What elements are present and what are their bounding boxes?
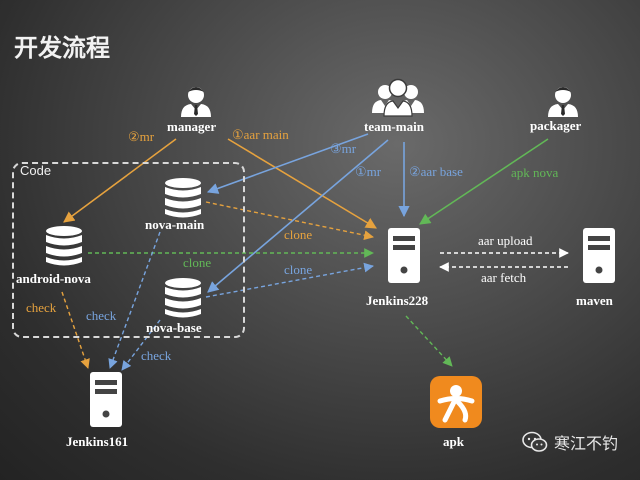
code-group-box bbox=[12, 162, 245, 338]
apk-app-icon bbox=[430, 376, 482, 428]
android-nova-database-icon bbox=[46, 226, 82, 266]
nova-main-database-icon bbox=[165, 178, 201, 218]
maven-server-icon bbox=[583, 228, 615, 283]
team-people-icon bbox=[372, 78, 424, 117]
jenkins161-label: Jenkins161 bbox=[66, 434, 129, 449]
jenkins161-server-icon bbox=[90, 372, 122, 427]
edge-label-aar-base: ②aar base bbox=[409, 164, 463, 179]
packager-label: packager bbox=[530, 118, 582, 133]
nova-main-label: nova-main bbox=[145, 217, 205, 232]
edge-label-clone-android: clone bbox=[183, 255, 212, 270]
edge-label-manager-mr: ②mr bbox=[128, 129, 155, 144]
jenkins228-server-icon bbox=[388, 228, 420, 283]
code-group-label: Code bbox=[20, 163, 52, 178]
android-nova-label: android-nova bbox=[16, 271, 91, 286]
edge-label-aar-upload: aar upload bbox=[478, 233, 533, 248]
page-title: 开发流程 bbox=[14, 34, 110, 62]
team-main-label: team-main bbox=[364, 119, 424, 134]
edge-nova-base-jenkins161 bbox=[121, 319, 161, 371]
edge-label-clone-base: clone bbox=[284, 262, 313, 277]
edge-label-aar-fetch: aar fetch bbox=[481, 270, 527, 285]
nova-base-label: nova-base bbox=[146, 320, 202, 335]
edge-packager-jenkins228 bbox=[419, 138, 549, 225]
edge-nova-base-jenkins228 bbox=[205, 262, 374, 298]
edge-manager-android-nova bbox=[63, 138, 177, 223]
maven-label: maven bbox=[576, 293, 613, 308]
edge-label-apk-nova: apk nova bbox=[511, 165, 559, 180]
apk-label: apk bbox=[443, 434, 464, 449]
jenkins228-label: Jenkins228 bbox=[366, 293, 429, 308]
edge-android-nova-jenkins161 bbox=[61, 291, 90, 369]
edge-nova-main-jenkins228 bbox=[205, 201, 374, 240]
edge-label-team-mr3: ③mr bbox=[330, 141, 357, 156]
edge-label-clone-main: clone bbox=[284, 227, 313, 242]
nova-base-database-icon bbox=[165, 278, 201, 318]
edge-team-main-nova-main bbox=[206, 133, 369, 194]
manager-label: manager bbox=[167, 119, 217, 134]
edge-jenkins228-apk bbox=[405, 315, 453, 367]
edge-label-aar-main: ①aar main bbox=[232, 127, 289, 142]
edge-manager-jenkins228 bbox=[227, 138, 377, 229]
edge-label-check-android: check bbox=[26, 300, 57, 315]
edge-team-main-nova-base bbox=[207, 139, 389, 293]
edge-label-check-main: check bbox=[86, 308, 117, 323]
edge-label-check-base: check bbox=[141, 348, 172, 363]
wechat-account-name: 寒江不钓 bbox=[553, 434, 618, 453]
wechat-account-watermark: 寒江不钓 bbox=[522, 430, 618, 454]
edge-label-team-mr1: ①mr bbox=[355, 164, 382, 179]
packager-person-icon bbox=[548, 87, 578, 117]
manager-person-icon bbox=[181, 87, 211, 117]
wechat-icon bbox=[522, 431, 548, 452]
edge-nova-main-jenkins161 bbox=[108, 231, 161, 369]
